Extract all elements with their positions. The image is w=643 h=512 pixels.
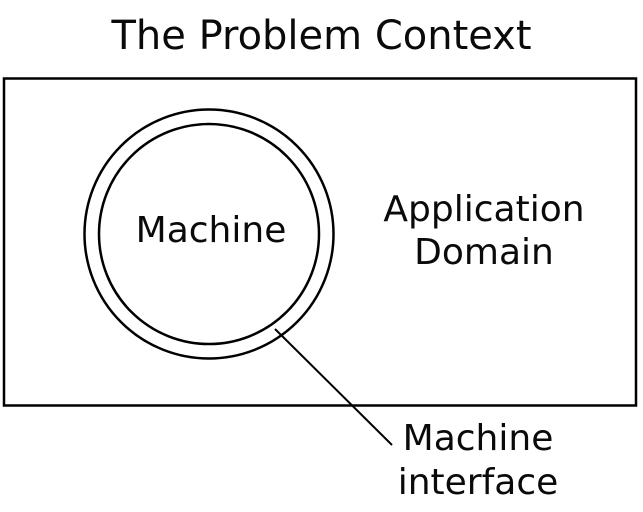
machine-outer-circle [83,108,335,360]
machine-interface-leader-line [274,328,393,446]
application-domain-line2: Domain [414,232,554,273]
diagram-title: The Problem Context [111,13,532,59]
machine-interface-label: Machine interface [318,417,638,505]
machine-interface-line2: interface [397,462,559,503]
machine-interface-line1: Machine [402,418,554,459]
context-boundary-rectangle [2,77,638,407]
machine-inner-circle [97,122,321,346]
machine-label: Machine [135,210,287,251]
application-domain-line1: Application [383,189,585,230]
application-domain-label: Application Domain [324,188,643,274]
